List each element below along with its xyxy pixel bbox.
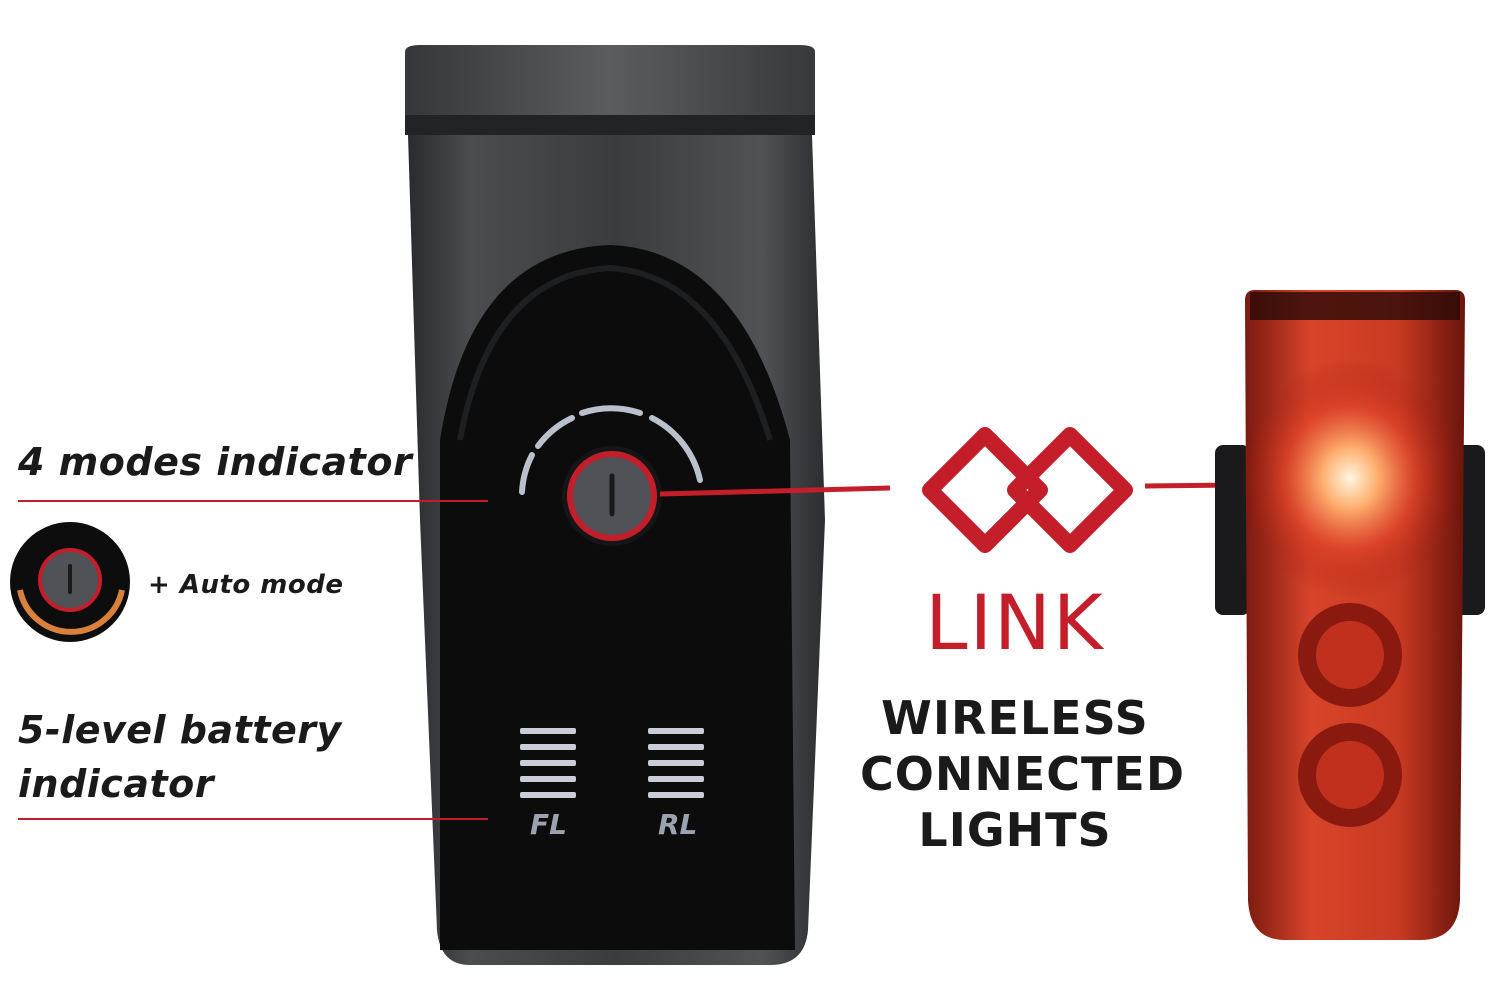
chain-link-icon xyxy=(922,427,1133,553)
link-subtitle-line2: CONNECTED xyxy=(860,747,1186,801)
fl-label: FL xyxy=(530,808,567,841)
front-light-face xyxy=(440,245,795,950)
battery-bars-fl xyxy=(520,728,576,798)
battery-indicator-label: 5-level battery indicator xyxy=(18,703,342,811)
rl-label: RL xyxy=(658,808,698,841)
auto-mode-label: + Auto mode xyxy=(148,570,344,600)
battery-label-line1: 5-level battery xyxy=(18,708,342,752)
front-light-cap xyxy=(405,45,815,135)
modes-indicator-rule xyxy=(18,500,488,502)
power-button-icon xyxy=(562,446,662,546)
auto-mode-icon xyxy=(10,522,130,642)
rear-light-image xyxy=(1215,290,1485,940)
battery-bars-rl xyxy=(648,728,704,798)
link-title: LINK xyxy=(925,578,1105,667)
battery-label-line2: indicator xyxy=(18,762,214,806)
link-subtitle-line1: WIRELESS xyxy=(881,691,1149,745)
link-subtitle: WIRELESS CONNECTED LIGHTS xyxy=(860,690,1186,858)
link-subtitle-line3: LIGHTS xyxy=(918,803,1112,857)
battery-indicator-rule xyxy=(18,818,488,820)
mode-indicator-arcs xyxy=(519,405,703,495)
modes-indicator-label: 4 modes indicator xyxy=(18,440,413,484)
